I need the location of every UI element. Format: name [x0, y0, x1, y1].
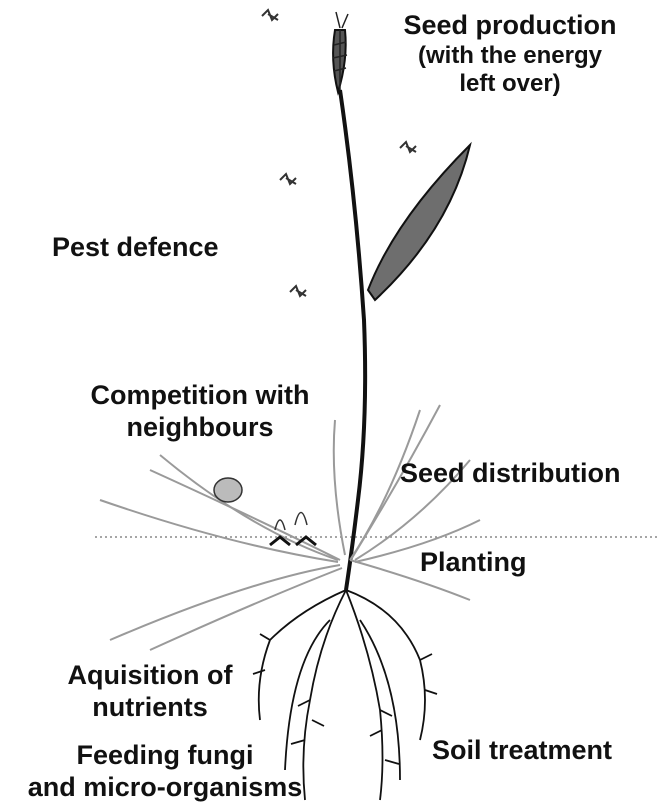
stem [340, 90, 365, 590]
label-seed-production-note-2: left over) [360, 70, 660, 98]
neighbour-plants [214, 478, 316, 545]
insect-icon [290, 286, 306, 296]
label-seed-production-title: Seed production [360, 10, 660, 42]
label-seed-production: Seed production (with the energy left ov… [360, 10, 660, 98]
label-pest-defence: Pest defence [52, 232, 219, 264]
label-acquisition: Aquisition of nutrients [40, 660, 260, 724]
label-competition-line-2: neighbours [70, 412, 330, 444]
label-seed-distribution: Seed distribution [400, 458, 621, 490]
label-planting: Planting [420, 547, 527, 579]
seed-head [333, 12, 348, 92]
label-competition: Competition with neighbours [70, 380, 330, 444]
label-soil-treatment: Soil treatment [432, 735, 612, 767]
insect-icon [400, 142, 416, 152]
label-feeding-line-2: and micro-organisms [0, 772, 330, 804]
label-feeding-line-1: Feeding fungi [0, 740, 330, 772]
insect-icon [262, 10, 278, 20]
label-seed-production-note-1: (with the energy [360, 42, 660, 70]
label-competition-line-1: Competition with [70, 380, 330, 412]
insect-icon [280, 174, 296, 184]
label-feeding: Feeding fungi and micro-organisms [0, 740, 330, 804]
leaf [368, 145, 470, 300]
label-acquisition-line-1: Aquisition of [40, 660, 260, 692]
label-acquisition-line-2: nutrients [40, 692, 260, 724]
